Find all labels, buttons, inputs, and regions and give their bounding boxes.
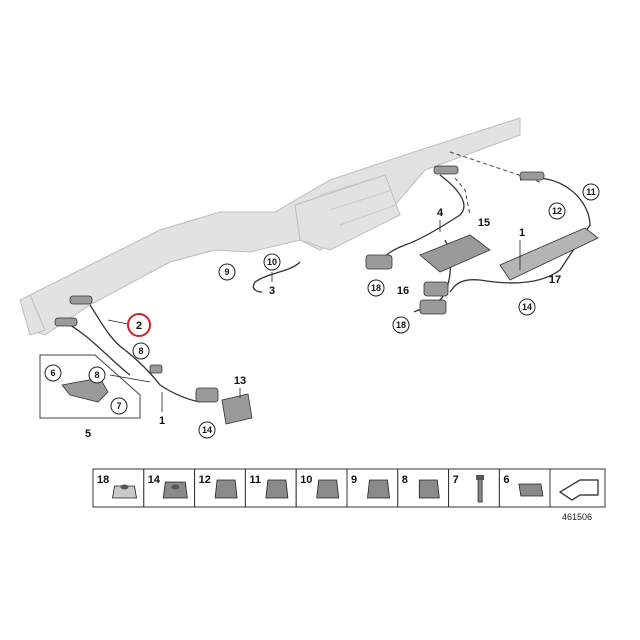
callouts: 2 8 8 6 7 5 1 14 13 [44, 183, 600, 440]
svg-text:5: 5 [85, 428, 91, 440]
clip-icon [367, 479, 390, 499]
legend-cell-12[interactable]: 12 [194, 468, 246, 508]
nut-icon [112, 484, 137, 499]
callout-12[interactable]: 12 [548, 202, 566, 220]
callout-10[interactable]: 10 [263, 253, 281, 271]
svg-text:1: 1 [159, 415, 165, 427]
svg-text:14: 14 [522, 302, 532, 312]
legend-number: 7 [453, 474, 459, 486]
svg-text:12: 12 [552, 206, 562, 216]
svg-text:9: 9 [224, 267, 229, 277]
callout-5[interactable]: 5 [85, 428, 91, 440]
svg-text:1: 1 [519, 227, 525, 239]
legend-cell-8[interactable]: 8 [397, 468, 450, 508]
legend-strip: 18 14 12 11 10 9 8 7 6 [92, 468, 606, 508]
callout-18[interactable]: 18 [392, 316, 410, 334]
callout-9[interactable]: 9 [218, 263, 236, 281]
callout-7[interactable]: 7 [110, 397, 128, 415]
svg-text:17: 17 [549, 274, 561, 286]
svg-text:13: 13 [234, 375, 246, 387]
legend-number: 10 [300, 474, 312, 486]
legend-number: 6 [503, 474, 509, 486]
flange-nut-icon [162, 481, 188, 499]
svg-text:7: 7 [116, 401, 121, 411]
callout-1[interactable]: 1 [159, 415, 165, 427]
view-arrow-icon [549, 468, 606, 508]
svg-text:16: 16 [397, 285, 409, 297]
svg-text:8: 8 [94, 370, 99, 380]
callout-6[interactable]: 6 [44, 364, 62, 382]
callout-4[interactable]: 4 [437, 207, 444, 219]
svg-text:2: 2 [136, 320, 142, 332]
callout-13[interactable]: 13 [234, 375, 246, 387]
svg-text:11: 11 [586, 187, 596, 197]
legend-number: 12 [199, 474, 211, 486]
legend-cell-14[interactable]: 14 [143, 468, 196, 508]
clamp-icon [418, 479, 440, 499]
right-sensor-wiring [365, 165, 599, 315]
svg-text:18: 18 [371, 283, 381, 293]
legend-cell-6[interactable]: 6 [498, 468, 551, 508]
svg-text:18: 18 [396, 320, 406, 330]
svg-text:3: 3 [269, 285, 275, 297]
svg-text:8: 8 [138, 346, 143, 356]
legend-cell-18[interactable]: 18 [92, 468, 145, 508]
leader-lines [107, 220, 521, 412]
callout-15[interactable]: 15 [478, 217, 490, 229]
callout-14[interactable]: 14 [518, 298, 536, 316]
svg-text:6: 6 [50, 368, 55, 378]
svg-text:4: 4 [437, 207, 444, 219]
callout-11[interactable]: 11 [582, 183, 600, 201]
cable-clip-icon [214, 479, 238, 499]
legend-number: 11 [249, 474, 261, 486]
callout-8[interactable]: 8 [88, 366, 106, 384]
legend-number: 8 [402, 474, 408, 486]
legend-cell-11[interactable]: 11 [244, 468, 297, 508]
legend-number: 9 [351, 474, 357, 486]
callout-18[interactable]: 18 [367, 279, 385, 297]
screw-icon [476, 475, 485, 503]
svg-text:14: 14 [202, 425, 212, 435]
document-number: 461506 [562, 512, 592, 522]
svg-text:15: 15 [478, 217, 490, 229]
exhaust-pipe-illustration [19, 117, 521, 336]
svg-text:10: 10 [267, 257, 277, 267]
legend-cell-9[interactable]: 9 [346, 468, 399, 508]
callout-3[interactable]: 3 [269, 285, 275, 297]
callout-17[interactable]: 17 [549, 274, 561, 286]
bracket-13 [221, 393, 253, 425]
callout-14[interactable]: 14 [198, 421, 216, 439]
legend-cell-10[interactable]: 10 [295, 468, 348, 508]
left-sensor-wiring [54, 261, 301, 403]
double-clip-icon [265, 479, 289, 499]
callout-8[interactable]: 8 [132, 342, 150, 360]
clip-holder-icon [316, 479, 340, 499]
sleeve-icon [518, 483, 544, 497]
legend-cell-7[interactable]: 7 [448, 468, 500, 508]
legend-number: 14 [148, 474, 161, 486]
legend-number: 18 [97, 474, 109, 486]
callout-2-highlighted[interactable]: 2 [127, 313, 151, 337]
callout-16[interactable]: 16 [397, 285, 409, 297]
callout-1[interactable]: 1 [519, 227, 525, 239]
